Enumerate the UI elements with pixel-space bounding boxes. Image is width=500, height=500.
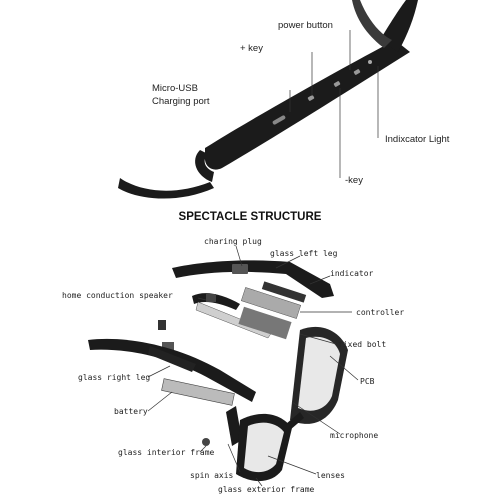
- microphone-label: microphone: [330, 431, 378, 440]
- exploded-glasses: [88, 260, 348, 482]
- bone-speaker-label: home conduction speaker: [62, 291, 173, 300]
- micro-usb-label: Micro-USB: [152, 83, 198, 94]
- glasses-temple-photo: [118, 0, 418, 199]
- spin-axis-label: spin axis: [190, 471, 234, 480]
- glass-left-leg-label: glass left leg: [270, 249, 338, 258]
- pcb-label: PCB: [360, 377, 375, 386]
- plus-key-label: + key: [240, 43, 263, 54]
- lenses-label: lenses: [316, 471, 345, 480]
- minus-key-label: -key: [345, 175, 363, 186]
- battery-label: battery: [114, 407, 148, 416]
- fixed-bolt-label: fixed bolt: [338, 340, 386, 349]
- glass-interior-frame-label: glass interior frame: [118, 448, 215, 457]
- charging-port-label: Charging port: [152, 96, 210, 107]
- charing-plug-label: charing plug: [204, 237, 262, 246]
- indicator-label: indicator: [330, 269, 374, 278]
- bottom-leader-lines: [147, 245, 359, 487]
- indicator-light-label: Indixcator Light: [385, 134, 450, 145]
- controller-label: controller: [356, 308, 404, 317]
- power-button-label: power button: [278, 20, 333, 31]
- glass-exterior-frame-label: glass exterior frame: [218, 485, 315, 494]
- glass-right-leg-label: glass right leg: [78, 373, 150, 382]
- diagram-title: SPECTACLE STRUCTURE: [179, 211, 322, 223]
- top-leader-lines: [289, 30, 379, 178]
